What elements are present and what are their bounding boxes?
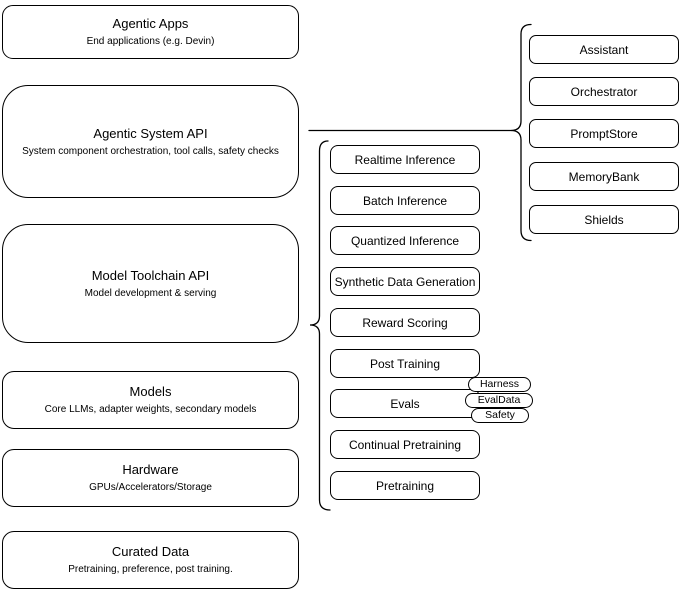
node-subtitle: Model development & serving xyxy=(84,287,217,299)
node-subtitle: End applications (e.g. Devin) xyxy=(86,36,215,47)
component-promptstore: PromptStore xyxy=(529,119,679,148)
tag-harness: Harness xyxy=(468,377,531,392)
component-assistant: Assistant xyxy=(529,35,679,64)
node-title: Models xyxy=(129,384,172,399)
node-subtitle: System component orchestration, tool cal… xyxy=(22,145,279,157)
node-title: Model Toolchain API xyxy=(91,267,210,283)
toolchain-brace-icon xyxy=(309,140,331,511)
node-curated-data: Curated Data Pretraining, preference, po… xyxy=(2,531,299,589)
node-title: Agentic Apps xyxy=(112,16,189,31)
toolchain-item-reward-scoring: Reward Scoring xyxy=(330,308,480,337)
component-orchestrator: Orchestrator xyxy=(529,77,679,106)
node-subtitle: Core LLMs, adapter weights, secondary mo… xyxy=(44,404,257,415)
tag-evaldata: EvalData xyxy=(465,393,533,408)
node-subtitle: Pretraining, preference, post training. xyxy=(68,564,233,575)
node-agentic-apps: Agentic Apps End applications (e.g. Devi… xyxy=(2,5,299,59)
system-components-brace-icon xyxy=(510,23,532,242)
toolchain-item-continual-pretraining: Continual Pretraining xyxy=(330,430,480,459)
node-agentic-system-api: Agentic System API System component orch… xyxy=(2,85,299,198)
node-model-toolchain-api: Model Toolchain API Model development & … xyxy=(2,224,299,343)
node-subtitle: GPUs/Accelerators/Storage xyxy=(89,482,212,493)
toolchain-item-evals: Evals xyxy=(330,389,480,418)
toolchain-item-post-training: Post Training xyxy=(330,349,480,378)
tag-safety: Safety xyxy=(471,408,529,423)
toolchain-item-pretraining: Pretraining xyxy=(330,471,480,500)
node-hardware: Hardware GPUs/Accelerators/Storage xyxy=(2,449,299,507)
toolchain-item-quantized-inference: Quantized Inference xyxy=(330,226,480,255)
node-title: Curated Data xyxy=(111,544,190,559)
component-memorybank: MemoryBank xyxy=(529,162,679,191)
toolchain-item-synthetic-data-generation: Synthetic Data Generation xyxy=(330,267,480,296)
node-models: Models Core LLMs, adapter weights, secon… xyxy=(2,371,299,429)
component-shields: Shields xyxy=(529,205,679,234)
node-title: Hardware xyxy=(122,462,179,477)
toolchain-item-batch-inference: Batch Inference xyxy=(330,186,480,215)
node-title: Agentic System API xyxy=(93,125,208,141)
toolchain-item-realtime-inference: Realtime Inference xyxy=(330,145,480,174)
